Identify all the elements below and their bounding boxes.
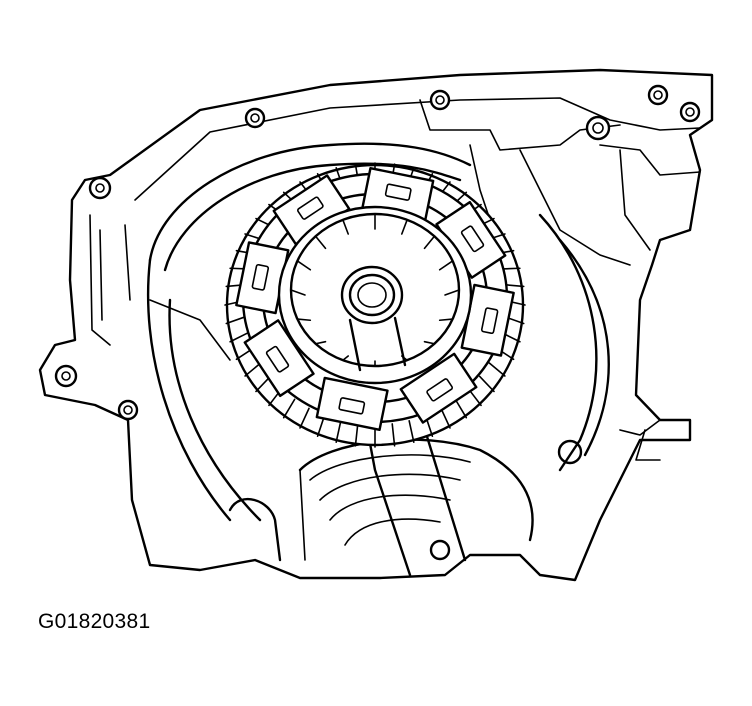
lower-gear-assembly <box>228 438 534 562</box>
bolt-holes <box>54 84 701 561</box>
gear-tooth <box>440 407 451 429</box>
drum-spline <box>438 318 454 322</box>
gear-tooth <box>229 332 249 343</box>
drum-spline <box>438 260 454 271</box>
friction-segment <box>399 352 478 424</box>
friction-segment <box>272 174 351 246</box>
gear-tooth <box>335 419 342 443</box>
gear-tooth <box>408 419 415 443</box>
gear-tooth <box>225 316 245 325</box>
drum-spline <box>290 289 306 296</box>
drum-spline <box>296 260 312 271</box>
drum-spline <box>314 235 327 250</box>
drum-spline <box>342 218 350 235</box>
friction-segment <box>315 376 389 432</box>
gear-tooth <box>501 267 521 270</box>
drum-spline <box>296 318 312 322</box>
drum-spline <box>444 289 460 296</box>
drum-spline <box>314 340 327 345</box>
drum-spline <box>342 355 350 362</box>
gear-tooth <box>454 398 468 419</box>
gear-tooth <box>299 407 310 429</box>
gear-tooth <box>488 362 506 377</box>
figure-caption: G01820381 <box>38 610 151 633</box>
friction-segment <box>243 319 315 398</box>
drum-spline <box>400 218 408 235</box>
gear-tooth <box>391 423 396 447</box>
drum-spline <box>423 340 436 345</box>
drum-spline <box>423 235 436 250</box>
housing-inner-wall <box>146 142 610 522</box>
drum-splines <box>290 213 460 367</box>
gear-tooth <box>354 423 359 447</box>
gear-tooth <box>282 398 296 419</box>
clutch-pack <box>224 162 526 448</box>
friction-segments <box>235 166 515 432</box>
gear-tooth <box>478 375 495 393</box>
gear-tooth <box>244 362 262 377</box>
gear-tooth <box>505 284 525 288</box>
